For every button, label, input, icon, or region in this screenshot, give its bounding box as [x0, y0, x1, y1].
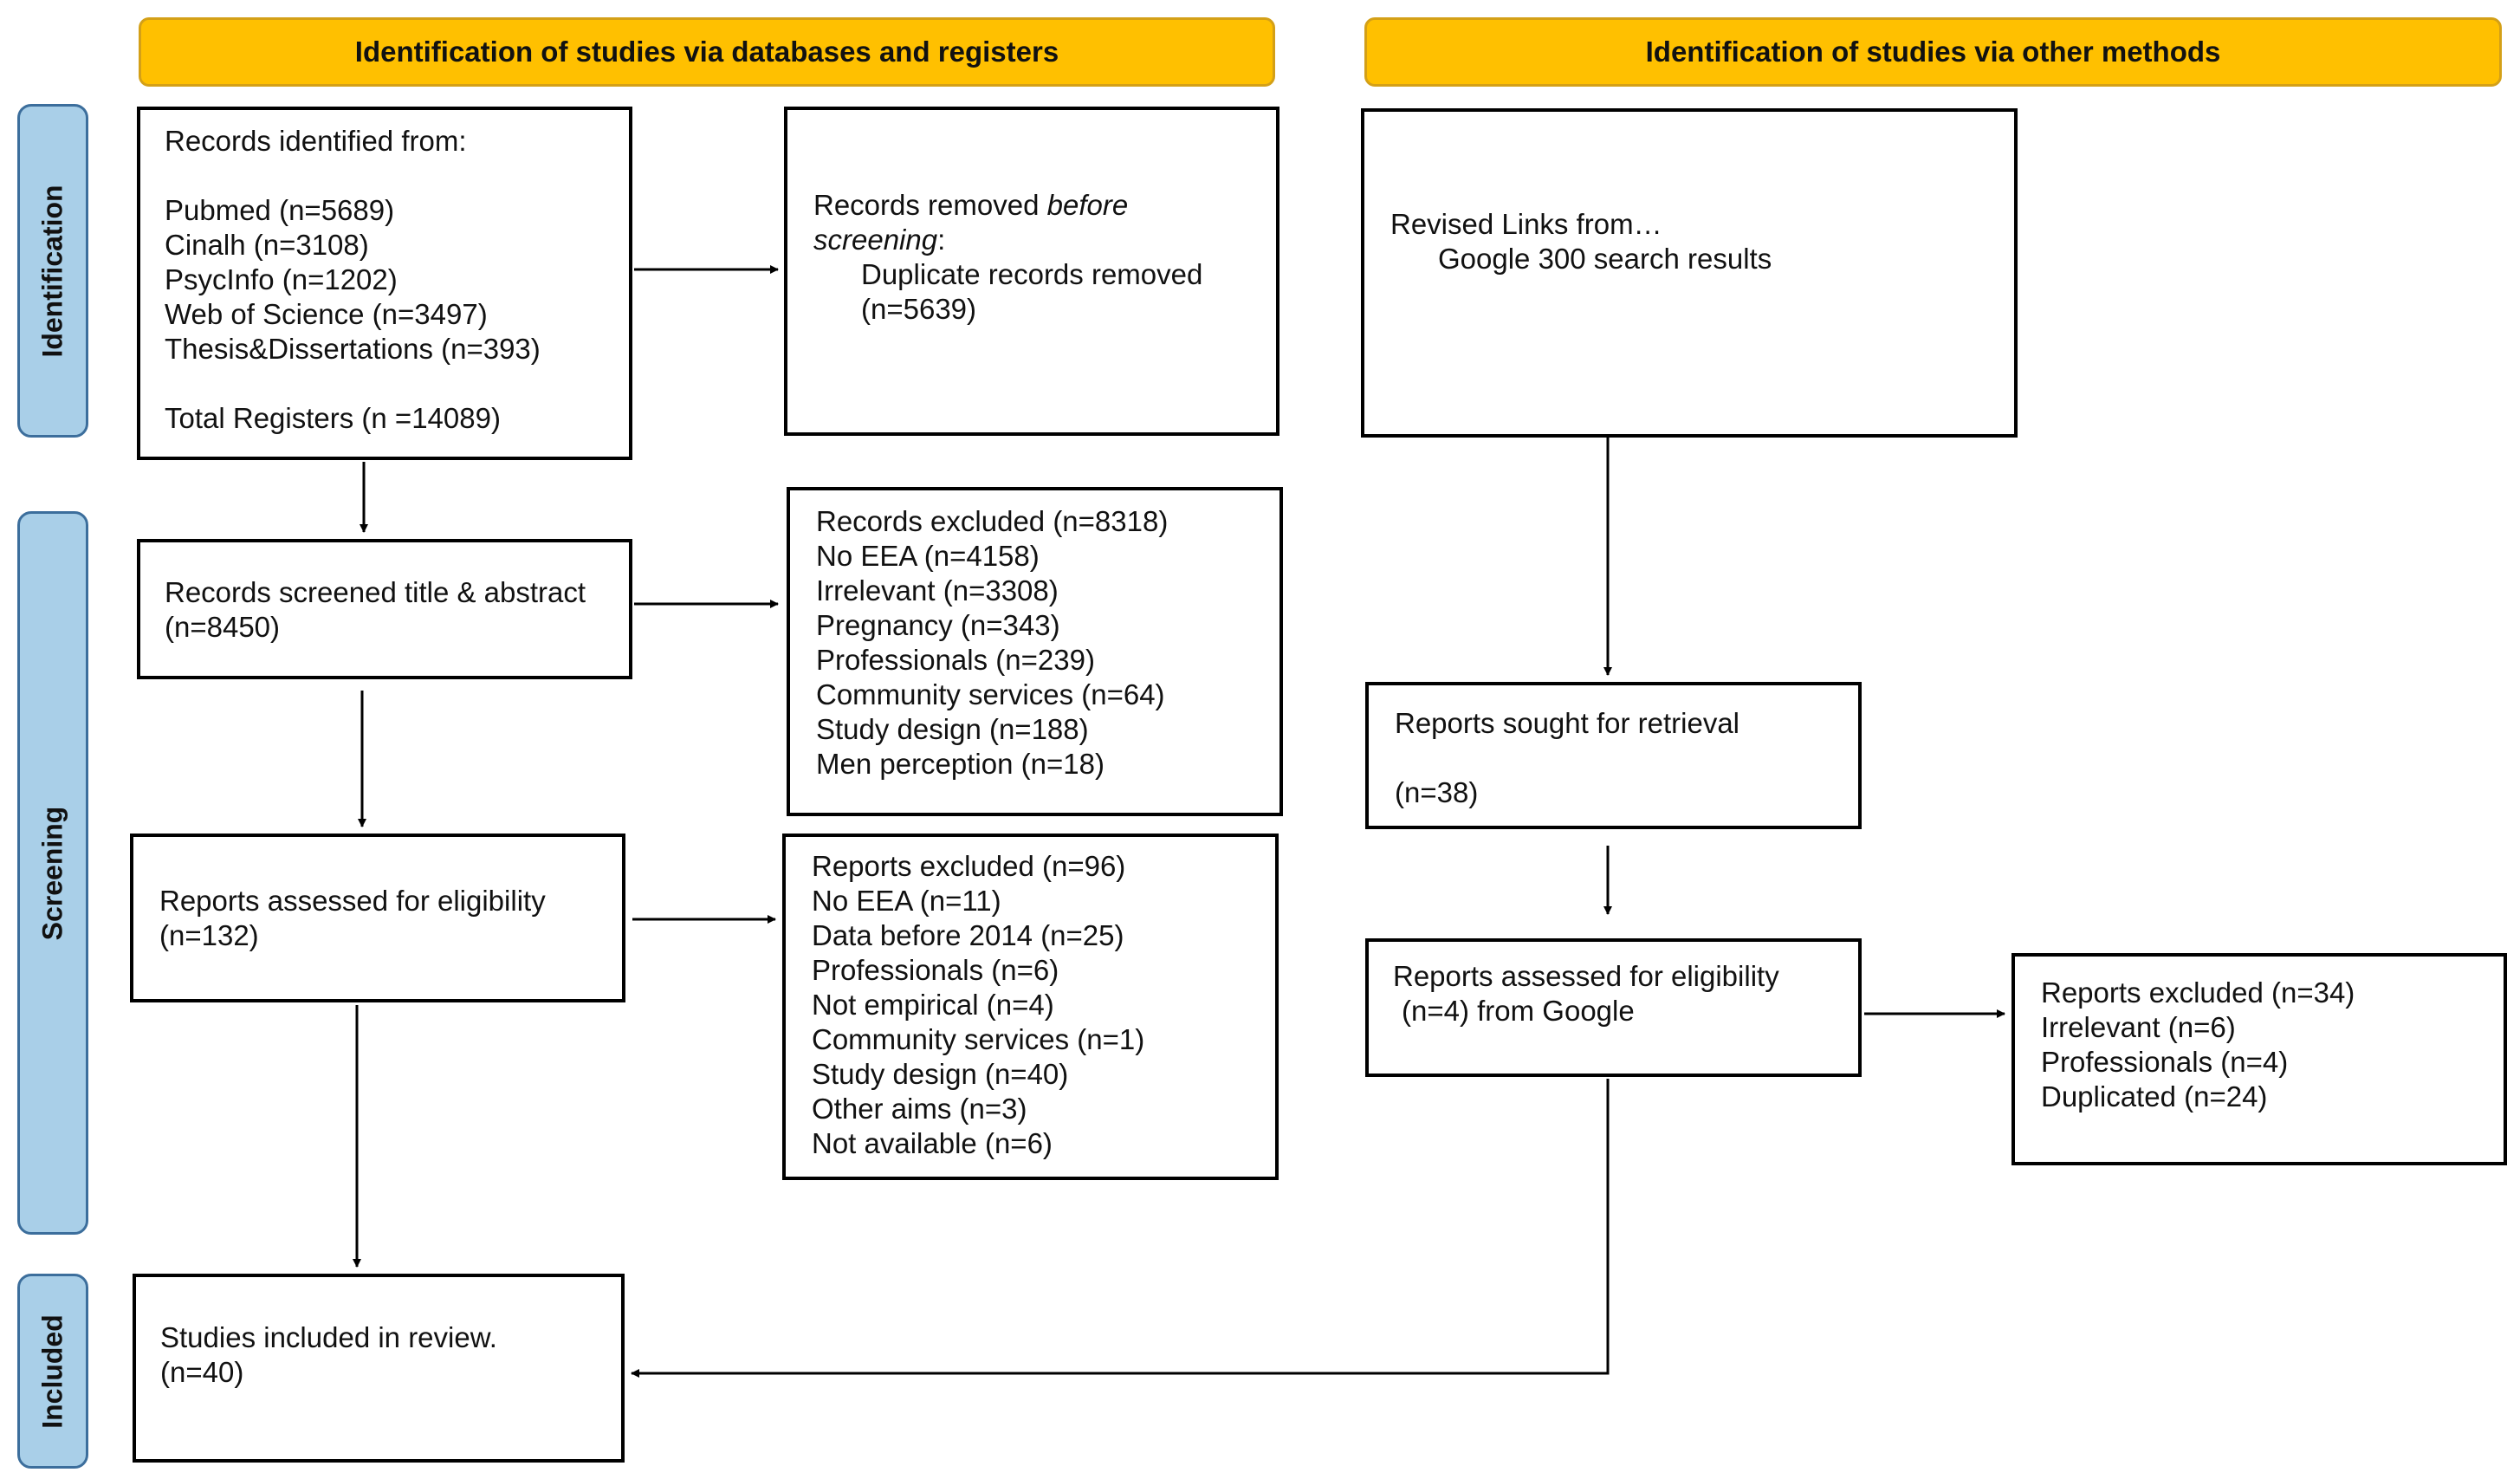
records-removed-box: Records removed before screening: Duplic… [784, 107, 1279, 436]
records-screened-line1: Records screened title & abstract [165, 576, 586, 608]
arrow-assessed-google-to-included [631, 1079, 1610, 1378]
duplicate-records-count: (n=5639) [861, 293, 977, 325]
reports-excluded-google-line: Irrelevant (n=6) [2041, 1011, 2236, 1043]
reports-excluded-google-box: Reports excluded (n=34) Irrelevant (n=6)… [2011, 953, 2507, 1165]
reports-assessed-google-line1: Reports assessed for eligibility [1393, 960, 1779, 992]
header-databases-registers: Identification of studies via databases … [139, 17, 1275, 87]
reports-excluded-google-line: Duplicated (n=24) [2041, 1080, 2268, 1112]
revised-links-line1: Revised Links from… [1390, 208, 1662, 240]
reports-excluded-line: Not empirical (n=4) [812, 989, 1054, 1021]
reports-excluded-line: Professionals (n=6) [812, 954, 1059, 986]
source-cinahl: Cinalh (n=3108) [165, 229, 369, 261]
reports-assessed-google-line2: (n=4) from Google [1402, 995, 1635, 1027]
reports-assessed-google-box: Reports assessed for eligibility (n=4) f… [1365, 938, 1862, 1077]
reports-assessed-line1: Reports assessed for eligibility [159, 885, 546, 917]
records-excluded-line: Irrelevant (n=3308) [816, 574, 1059, 607]
source-web-of-science: Web of Science (n=3497) [165, 298, 488, 330]
records-excluded-line: No EEA (n=4158) [816, 540, 1040, 572]
records-excluded-line: Study design (n=188) [816, 713, 1089, 745]
studies-included-box: Studies included in review. (n=40) [133, 1274, 625, 1463]
records-excluded-line: Community services (n=64) [816, 678, 1165, 710]
phase-screening: Screening [17, 511, 88, 1235]
phase-included: Included [17, 1274, 88, 1469]
phase-identification: Identification [17, 104, 88, 438]
revised-links-box: Revised Links from… Google 300 search re… [1361, 108, 2018, 438]
records-excluded-line: Professionals (n=239) [816, 644, 1095, 676]
header-other-methods-label: Identification of studies via other meth… [1645, 36, 2221, 68]
records-removed-line1: Records removed before [813, 189, 1129, 221]
reports-excluded-line: Reports excluded (n=96) [812, 850, 1126, 882]
reports-excluded-line: Not available (n=6) [812, 1127, 1053, 1159]
reports-sought-box: Reports sought for retrieval (n=38) [1365, 682, 1862, 829]
reports-excluded-line: Other aims (n=3) [812, 1093, 1027, 1125]
source-psycinfo: PsycInfo (n=1202) [165, 263, 398, 295]
reports-excluded-line: Community services (n=1) [812, 1023, 1145, 1055]
reports-excluded-google-line: Reports excluded (n=34) [2041, 976, 2355, 1009]
reports-assessed-box: Reports assessed for eligibility (n=132) [130, 834, 625, 1002]
header-databases-registers-label: Identification of studies via databases … [354, 36, 1059, 68]
records-excluded-line: Records excluded (n=8318) [816, 505, 1169, 537]
records-removed-line2: screening: [813, 224, 946, 256]
reports-assessed-line2: (n=132) [159, 919, 259, 951]
reports-sought-line2: (n=38) [1395, 776, 1479, 808]
studies-included-line1: Studies included in review. [160, 1321, 497, 1353]
reports-sought-line1: Reports sought for retrieval [1395, 707, 1740, 739]
records-screened-line2: (n=8450) [165, 611, 281, 643]
records-excluded-line: Pregnancy (n=343) [816, 609, 1060, 641]
reports-excluded-box: Reports excluded (n=96) No EEA (n=11) Da… [782, 834, 1279, 1180]
reports-excluded-line: No EEA (n=11) [812, 885, 1001, 917]
source-thesis-dissertations: Thesis&Dissertations (n=393) [165, 333, 541, 365]
revised-links-line2: Google 300 search results [1438, 243, 1772, 275]
source-pubmed: Pubmed (n=5689) [165, 194, 395, 226]
reports-excluded-line: Study design (n=40) [812, 1058, 1069, 1090]
records-excluded-line: Men perception (n=18) [816, 748, 1105, 780]
header-other-methods: Identification of studies via other meth… [1364, 17, 2502, 87]
records-screened-box: Records screened title & abstract (n=845… [137, 539, 632, 679]
records-identified-title: Records identified from: [165, 125, 467, 157]
records-excluded-box: Records excluded (n=8318) No EEA (n=4158… [787, 487, 1283, 816]
records-identified-total: Total Registers (n =14089) [165, 402, 501, 434]
studies-included-line2: (n=40) [160, 1356, 244, 1388]
records-identified-box: Records identified from: Pubmed (n=5689)… [137, 107, 632, 460]
reports-excluded-google-line: Professionals (n=4) [2041, 1046, 2289, 1078]
duplicate-records-removed: Duplicate records removed [861, 258, 1203, 290]
reports-excluded-line: Data before 2014 (n=25) [812, 919, 1124, 951]
